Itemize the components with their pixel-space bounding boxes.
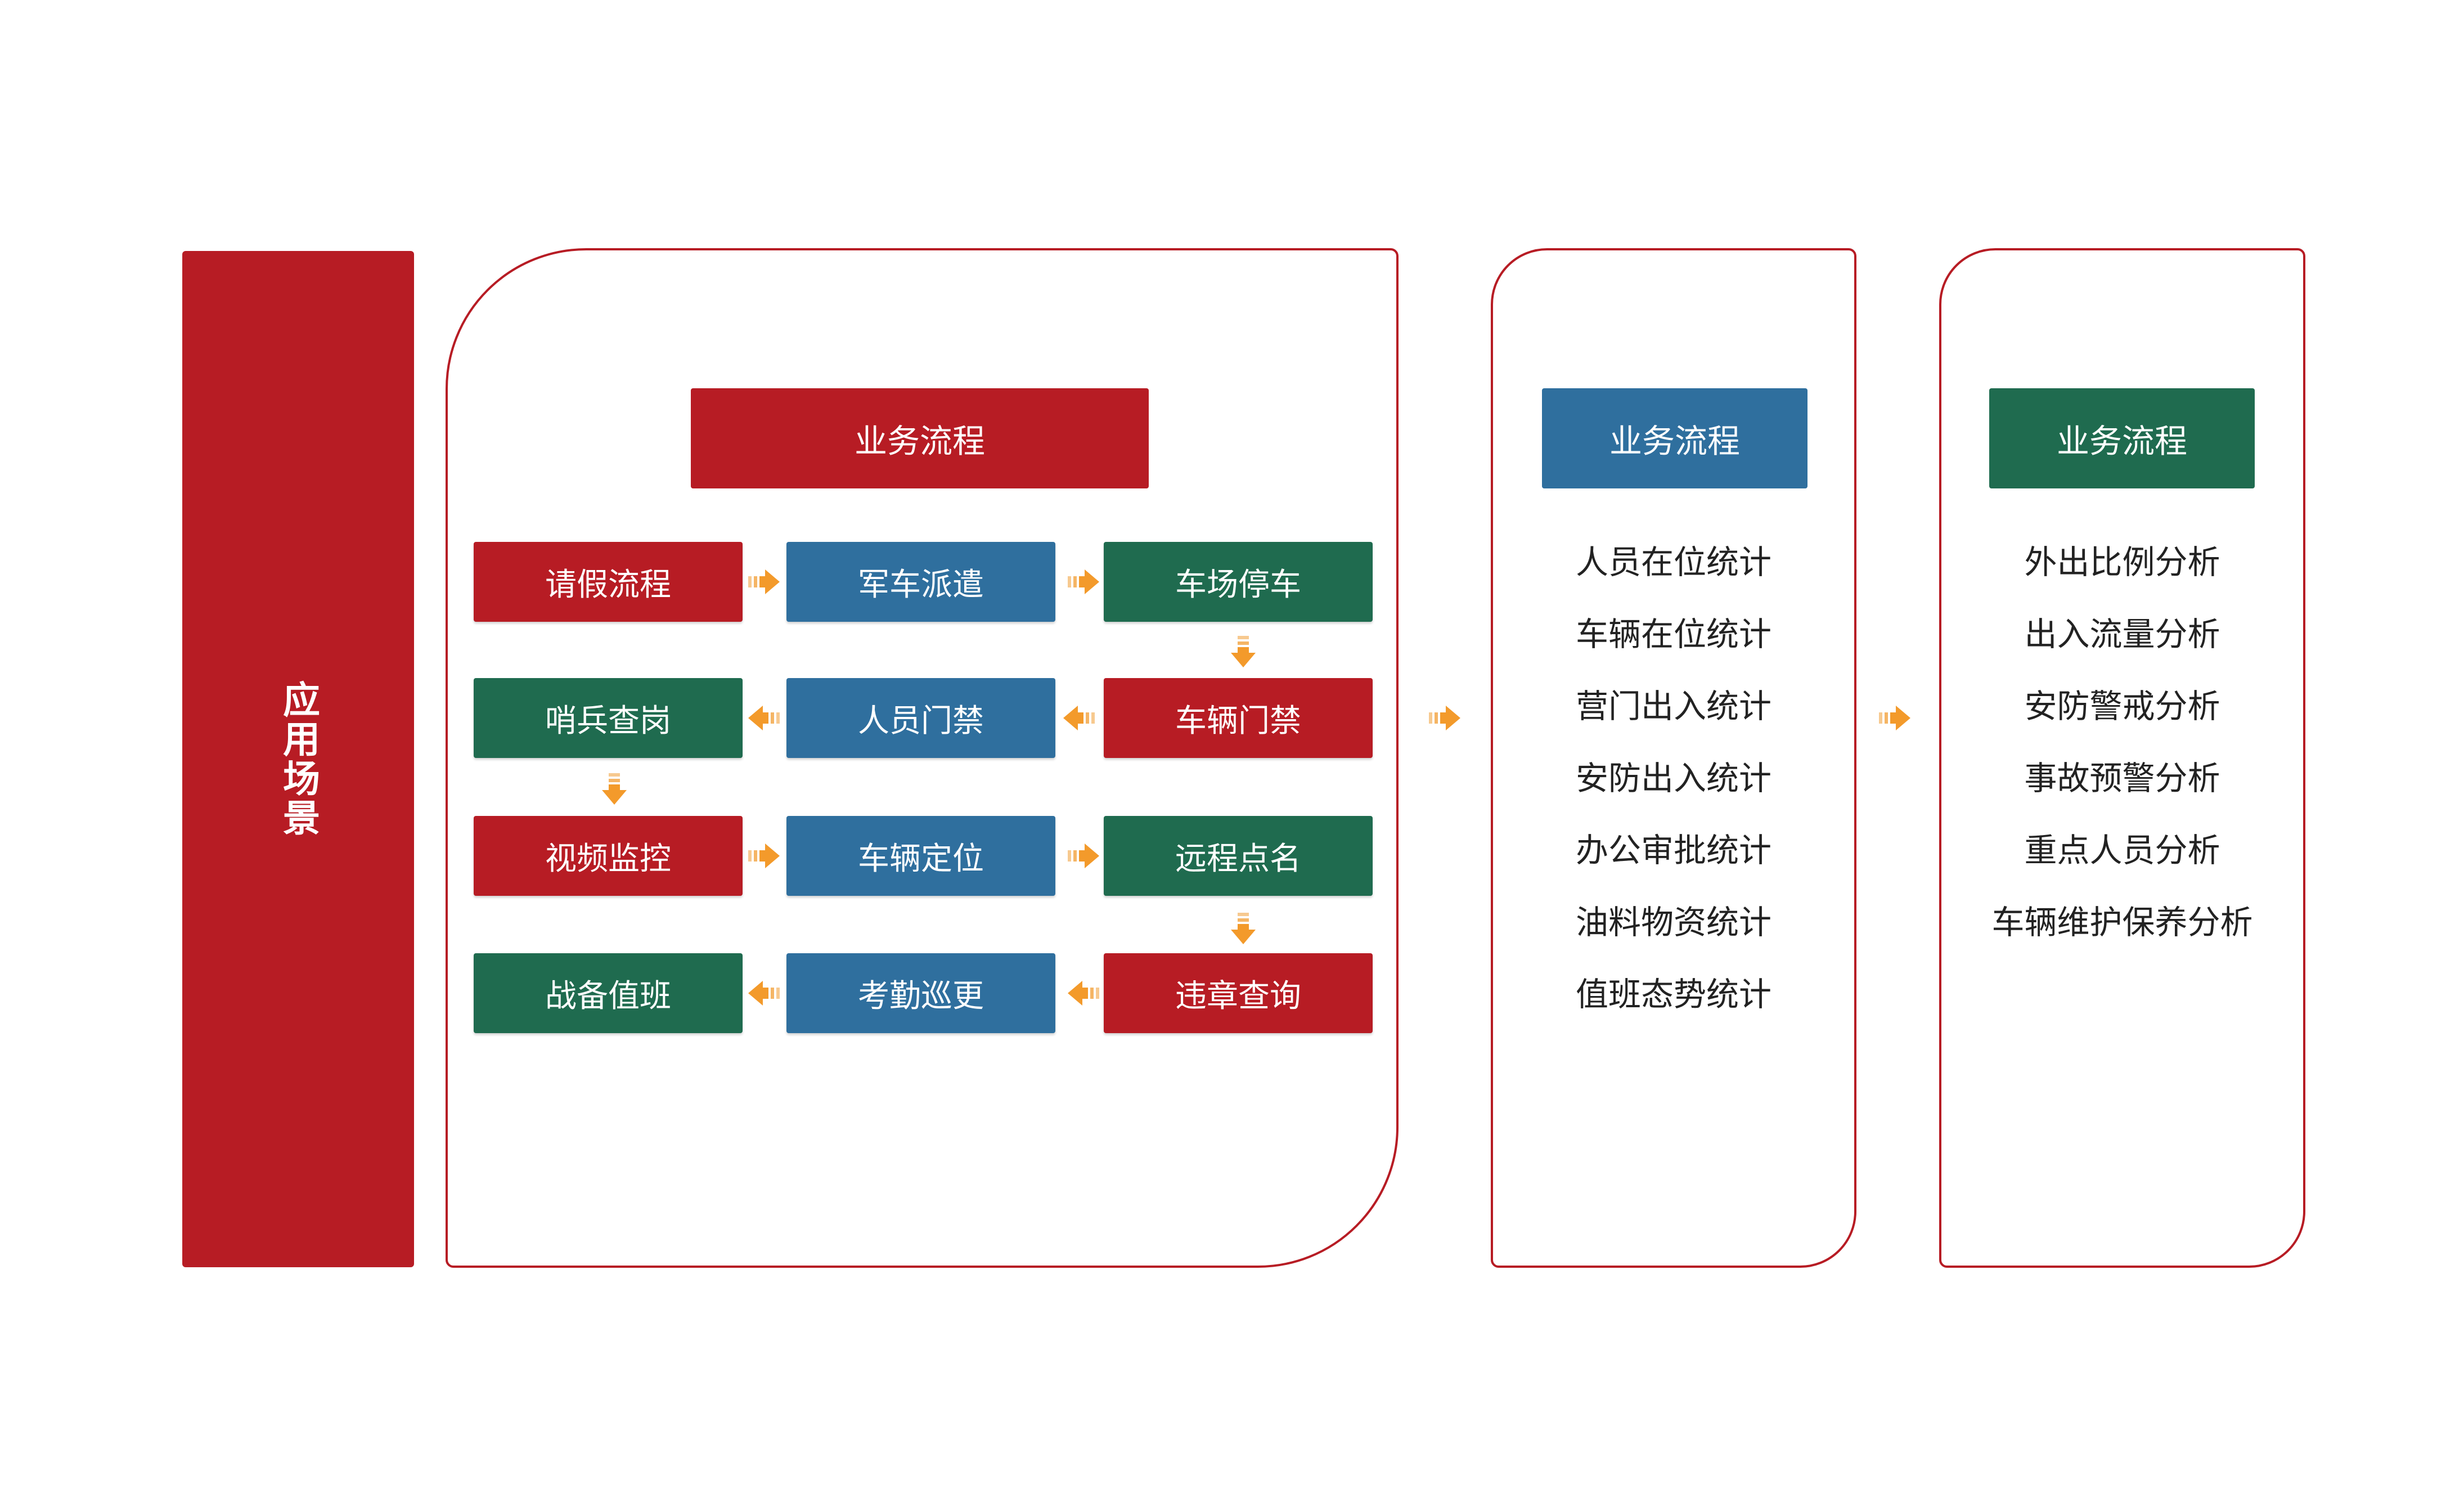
arrow-down-icon [601,773,628,805]
arrow-right-icon [1068,568,1099,595]
flow-box-yard-parking[interactable]: 车场停车 [1104,542,1373,622]
list-item: 外出比例分析 [2024,543,2220,581]
list-item: 安防警戒分析 [2024,687,2220,725]
list-item: 车辆在位统计 [1575,615,1771,653]
flow-box-vehicle-access[interactable]: 车辆门禁 [1104,678,1373,758]
arrow-right-icon [748,568,780,595]
list-item: 营门出入统计 [1575,687,1771,725]
list-item: 值班态势统计 [1575,975,1771,1013]
list-item: 出入流量分析 [2024,615,2220,653]
side-bar: 应用场景 [182,251,414,1267]
analysis-panel-header: 业务流程 [1989,388,2255,488]
list-item: 重点人员分析 [2024,831,2220,869]
arrow-left-icon [1068,980,1099,1007]
list-item: 油料物资统计 [1575,903,1771,941]
flow-box-video-monitoring[interactable]: 视频监控 [474,816,743,896]
arrow-right-icon [748,842,780,869]
flow-box-remote-rollcall[interactable]: 远程点名 [1104,816,1373,896]
list-item: 人员在位统计 [1575,543,1771,581]
analysis-list: 外出比例分析 出入流量分析 安防警戒分析 事故预警分析 重点人员分析 车辆维护保… [1939,523,2305,955]
side-bar-label: 应用场景 [277,680,320,838]
flow-box-personnel-access[interactable]: 人员门禁 [786,678,1055,758]
flow-box-sentry-check[interactable]: 哨兵查岗 [474,678,743,758]
flow-box-vehicle-dispatch[interactable]: 军车派遣 [786,542,1055,622]
flow-box-attendance-patrol[interactable]: 考勤巡更 [786,953,1055,1033]
arrow-down-icon [1230,636,1257,667]
arrow-right-icon [1068,842,1099,869]
arrow-left-icon [748,705,780,732]
stats-panel-header: 业务流程 [1542,388,1807,488]
list-item: 安防出入统计 [1575,759,1771,797]
main-panel-header: 业务流程 [691,388,1149,488]
flow-box-violation-query[interactable]: 违章查询 [1104,953,1373,1033]
arrow-right-icon [1429,705,1460,732]
flow-box-leave-process[interactable]: 请假流程 [474,542,743,622]
arrow-left-icon [1063,705,1095,732]
flow-box-vehicle-location[interactable]: 车辆定位 [786,816,1055,896]
arrow-down-icon [1230,913,1257,944]
list-item: 事故预警分析 [2024,759,2220,797]
arrow-left-icon [748,980,780,1007]
stats-list: 人员在位统计 车辆在位统计 营门出入统计 安防出入统计 办公审批统计 油料物资统… [1491,523,1856,1028]
arrow-right-icon [1879,705,1910,732]
list-item: 车辆维护保养分析 [1991,903,2253,941]
flow-box-combat-duty[interactable]: 战备值班 [474,953,743,1033]
list-item: 办公审批统计 [1575,831,1771,869]
